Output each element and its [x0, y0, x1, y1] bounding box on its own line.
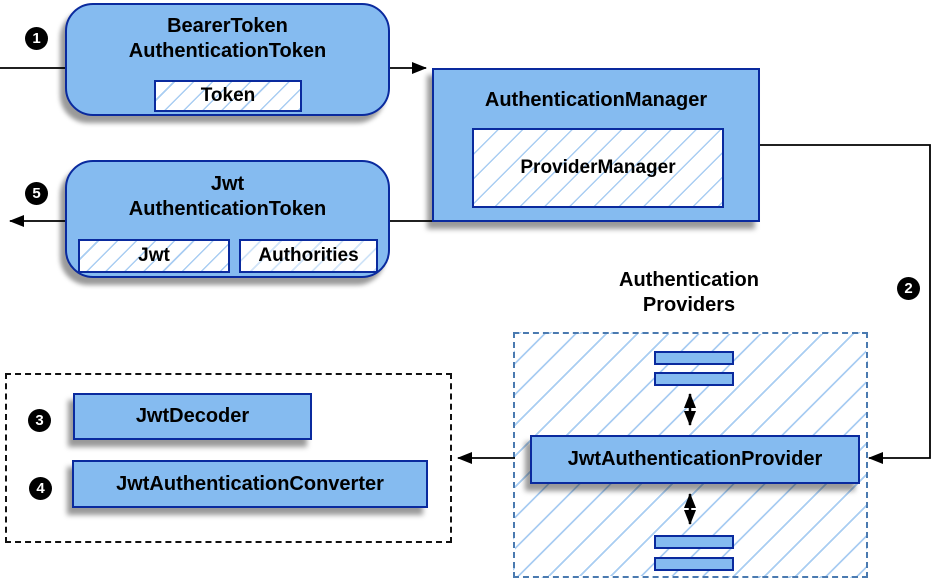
authentication-providers-group: JwtAuthenticationProvider — [513, 332, 868, 578]
step-badge-2: 2 — [897, 277, 920, 300]
authentication-manager-title: AuthenticationManager — [484, 89, 708, 111]
node-bearer-token-authentication-token: BearerToken AuthenticationToken Token — [65, 3, 390, 116]
authentication-providers-title: Authentication Providers — [564, 268, 814, 318]
provider-bar-top-2 — [654, 372, 734, 386]
step-badge-1: 1 — [25, 27, 48, 50]
authentication-providers-title-line1: Authentication — [619, 269, 759, 291]
provider-manager-field: ProviderManager — [472, 128, 724, 208]
step-badge-3: 3 — [28, 409, 51, 432]
node-authentication-manager: AuthenticationManager ProviderManager — [432, 68, 760, 222]
jwt-token-title: Jwt AuthenticationToken — [67, 172, 388, 222]
jwt-token-title-line1: Jwt — [210, 173, 245, 195]
authorities-field: Authorities — [239, 239, 378, 273]
node-jwt-decoder: JwtDecoder — [73, 393, 312, 440]
node-jwt-authentication-token: Jwt AuthenticationToken Jwt Authorities — [65, 160, 390, 278]
node-jwt-authentication-provider: JwtAuthenticationProvider — [530, 435, 860, 484]
node-jwt-authentication-converter: JwtAuthenticationConverter — [72, 460, 428, 508]
token-field: Token — [154, 80, 302, 112]
jwt-field: Jwt — [78, 239, 230, 273]
authentication-providers-title-line2: Providers — [642, 294, 736, 316]
provider-bar-bottom-2 — [654, 557, 734, 571]
step-badge-4: 4 — [29, 477, 52, 500]
bearer-token-title-line2: AuthenticationToken — [128, 40, 327, 62]
bearer-token-title: BearerToken AuthenticationToken — [67, 14, 388, 64]
bearer-token-title-line1: BearerToken — [167, 15, 288, 37]
provider-bar-bottom-1 — [654, 535, 734, 549]
jwt-token-title-line2: AuthenticationToken — [128, 198, 327, 220]
step-badge-5: 5 — [25, 182, 48, 205]
provider-bar-top-1 — [654, 351, 734, 365]
